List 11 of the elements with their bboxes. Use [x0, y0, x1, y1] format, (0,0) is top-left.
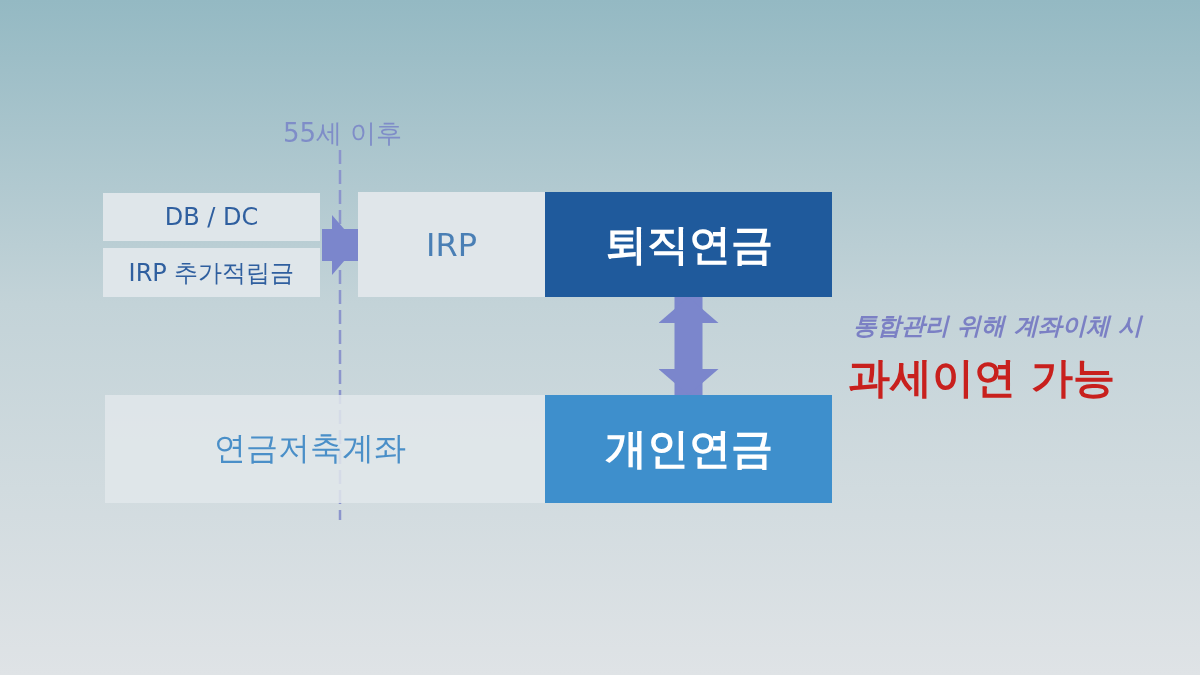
arrow [322, 215, 358, 275]
label-box: IRP [358, 192, 545, 297]
label-box: IRP 추가적립금 [103, 248, 320, 297]
transfer-note: 통합관리 위해 계좌이체 시 [852, 311, 1142, 342]
highlight-box: 퇴직연금 [545, 192, 832, 297]
age-label: 55세 이후 [283, 117, 403, 150]
label-box: DB / DC [103, 193, 320, 241]
highlight-box: 개인연금 [545, 395, 832, 503]
label-box: 연금저축계좌 [105, 395, 545, 503]
tax-deferral-note: 과세이연 가능 [848, 352, 1115, 404]
arrow [658, 297, 719, 395]
